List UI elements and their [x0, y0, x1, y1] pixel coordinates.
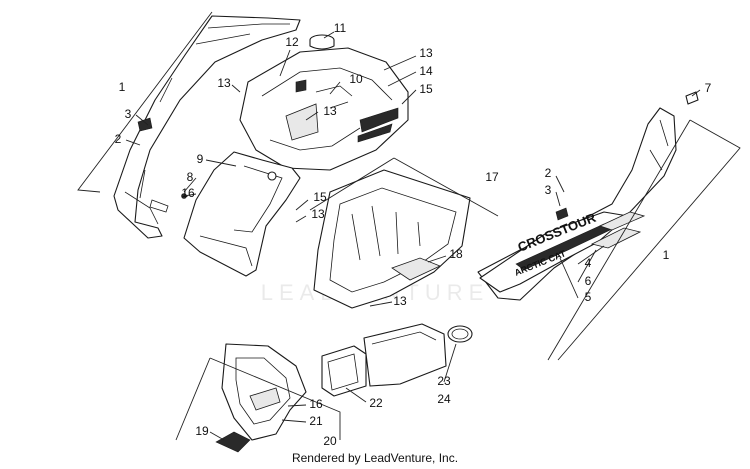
callout-17: 17	[485, 170, 499, 184]
callout-4: 4	[585, 256, 592, 270]
callout-12: 12	[285, 35, 299, 49]
callout-20: 20	[323, 434, 337, 448]
callout-13-e: 13	[393, 294, 407, 308]
callout-8: 8	[187, 170, 194, 184]
left-side-panel	[113, 15, 301, 239]
render-credit: Rendered by LeadVenture, Inc.	[292, 451, 458, 465]
callout-13-a: 13	[217, 76, 231, 90]
callout-9: 9	[197, 152, 204, 166]
right-side-panel: CROSSTOUR ARCTIC CAT	[477, 107, 677, 301]
callout-11: 11	[334, 21, 347, 35]
callout-15-top: 15	[419, 82, 433, 96]
callout-24: 24	[437, 392, 451, 406]
callout-7: 7	[705, 81, 712, 95]
callout-13-d: 13	[311, 207, 325, 221]
callout-16-bottom: 16	[309, 397, 323, 411]
callout-labels: 1 2 3 8 9 16 12 11 13 10 13 13 14 15 7 1…	[115, 21, 712, 448]
callout-10: 10	[349, 72, 363, 86]
dash-panel	[239, 47, 409, 171]
callout-1-right: 1	[663, 248, 670, 262]
callout-23: 23	[437, 374, 451, 388]
callout-16-top: 16	[181, 186, 195, 200]
air-duct	[321, 323, 473, 397]
callout-6: 6	[585, 274, 592, 288]
callout-19: 19	[195, 424, 209, 438]
callout-14: 14	[419, 64, 433, 78]
storage-tray	[313, 169, 471, 309]
callout-5: 5	[585, 290, 592, 304]
callout-3-right: 3	[545, 183, 552, 197]
callout-15-mid: 15	[313, 190, 327, 204]
callout-21: 21	[309, 414, 323, 428]
callout-22: 22	[369, 396, 383, 410]
cap-11	[309, 34, 335, 50]
front-hood	[183, 151, 301, 277]
callout-1-left: 1	[119, 80, 126, 94]
callout-3-left: 3	[125, 107, 132, 121]
callout-13-b: 13	[323, 104, 337, 118]
callout-18: 18	[449, 247, 463, 261]
callout-13-c: 13	[419, 46, 433, 60]
callout-2-right: 2	[545, 166, 552, 180]
lower-bracket	[215, 343, 307, 453]
clip-7	[685, 91, 699, 105]
callout-2-left: 2	[115, 132, 122, 146]
leader-lines	[125, 31, 701, 441]
